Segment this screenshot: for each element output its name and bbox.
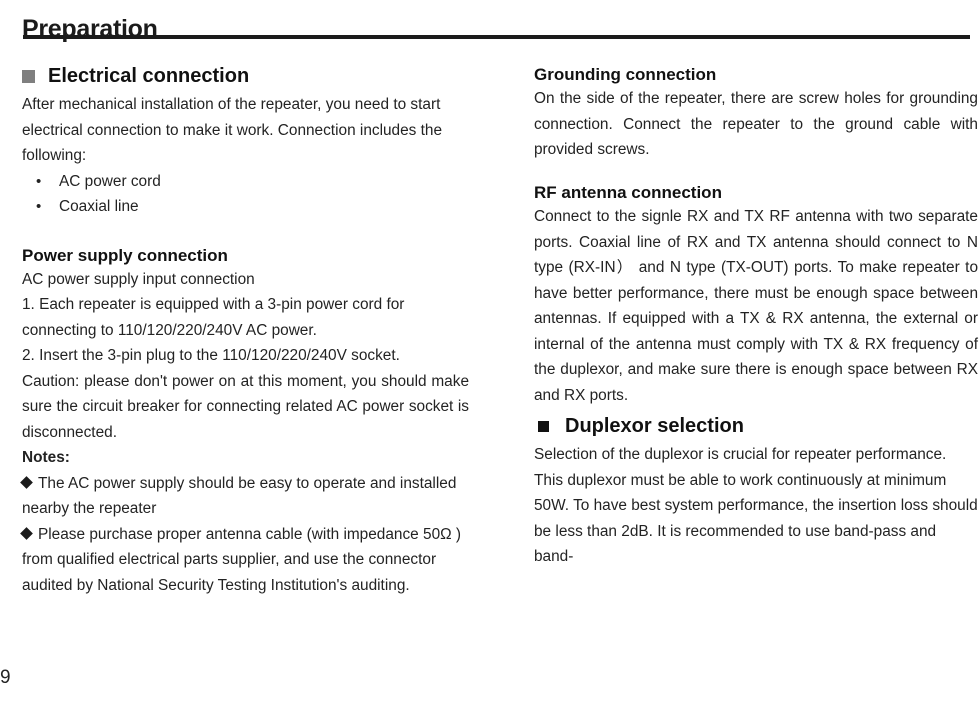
heading-rf-antenna-connection: RF antenna connection bbox=[534, 182, 722, 202]
paragraph-power-step-1: 1. Each repeater is equipped with a 3-pi… bbox=[22, 296, 405, 339]
heading-electrical-connection: Electrical connection bbox=[22, 64, 469, 88]
note-item-1: The AC power supply should be easy to op… bbox=[20, 471, 469, 522]
black-square-bullet-icon bbox=[538, 420, 549, 432]
page-number: 9 bbox=[0, 667, 11, 688]
heading-duplexor-selection-label: Duplexor selection bbox=[565, 415, 744, 437]
heading-duplexor-selection: Duplexor selection bbox=[534, 414, 978, 438]
list-item: Coaxial line bbox=[22, 194, 469, 220]
paragraph-grounding-connection: On the side of the repeater, there are s… bbox=[534, 90, 978, 159]
paragraph-power-supply-intro: AC power supply input connection bbox=[22, 270, 255, 288]
paragraph-rf-antenna-connection: Connect to the signle RX and TX RF anten… bbox=[534, 208, 978, 404]
list-item: AC power cord bbox=[22, 169, 469, 195]
paragraph-duplexor-selection: Selection of the duplexor is crucial for… bbox=[534, 446, 978, 565]
electrical-connection-list: AC power cord Coaxial line bbox=[22, 169, 469, 220]
diamond-bullet-icon bbox=[20, 526, 33, 540]
diamond-bullet-icon bbox=[20, 475, 33, 489]
spacer bbox=[22, 220, 469, 245]
heading-electrical-connection-label: Electrical connection bbox=[48, 65, 250, 87]
title-divider bbox=[23, 35, 970, 39]
note-item-2-text: Please purchase proper antenna cable (wi… bbox=[22, 525, 462, 594]
paragraph-electrical-intro: After mechanical installation of the rep… bbox=[22, 96, 443, 164]
paragraph-power-step-2: 2. Insert the 3-pin plug to the 110/120/… bbox=[22, 347, 400, 365]
spacer bbox=[534, 163, 978, 182]
paragraph-caution: Caution: please don't power on at this m… bbox=[22, 372, 469, 441]
heading-power-supply-connection: Power supply connection bbox=[22, 245, 228, 265]
page-title: Preparation bbox=[22, 14, 158, 43]
right-column: Grounding connection On the side of the … bbox=[534, 64, 978, 570]
notes-label: Notes: bbox=[22, 449, 70, 467]
note-item-1-text: The AC power supply should be easy to op… bbox=[22, 474, 457, 518]
note-item-2: Please purchase proper antenna cable (wi… bbox=[20, 522, 469, 599]
heading-grounding-connection: Grounding connection bbox=[534, 65, 717, 84]
left-column: Electrical connection After mechanical i… bbox=[20, 64, 469, 599]
gray-square-bullet-icon bbox=[22, 69, 35, 83]
